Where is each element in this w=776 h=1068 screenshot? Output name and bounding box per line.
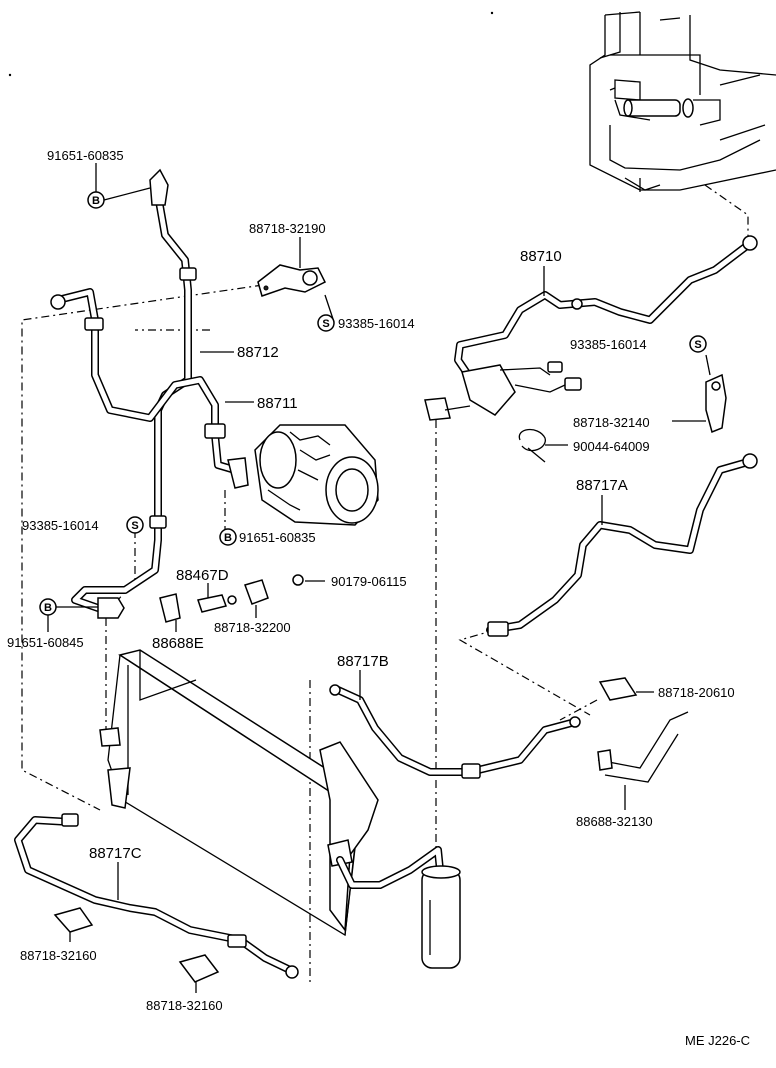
bolt-symbol-top	[87, 191, 105, 209]
part-number-labels: 91651-60835 88718-32190 93385-16014 8871…	[7, 148, 750, 1048]
label-91651-60835-top: 91651-60835	[47, 148, 124, 163]
stray-mark	[490, 11, 494, 15]
hose-88711-drawing	[50, 288, 249, 489]
seal-symbol-left	[126, 516, 144, 534]
label-91651-60835-mid: 91651-60835	[239, 530, 316, 545]
label-88718-20610: 88718-20610	[658, 685, 735, 700]
bolt-symbol-left	[39, 598, 57, 616]
label-88718-32200: 88718-32200	[214, 620, 291, 635]
label-88688-32130: 88688-32130	[576, 814, 653, 829]
label-93385-16014-top: 93385-16014	[338, 316, 415, 331]
label-88688e: 88688E	[152, 635, 204, 652]
label-90179-06115: 90179-06115	[331, 574, 407, 589]
label-88718-32160-a: 88718-32160	[20, 948, 97, 963]
clamp-88718-32140-drawing	[705, 373, 727, 434]
evaporator-unit-drawing	[589, 11, 776, 192]
symbol-circles: B S B S B S	[39, 191, 707, 616]
label-93385-16014-left: 93385-16014	[22, 518, 99, 533]
small-parts-drawing	[53, 574, 689, 983]
bolt-symbol-top-text: B	[92, 195, 100, 207]
bolt-symbol-left-text: B	[44, 602, 52, 614]
label-88718-32160-b: 88718-32160	[146, 998, 223, 1013]
label-91651-60845: 91651-60845	[7, 635, 84, 650]
tube-88717c-drawing	[14, 813, 299, 979]
label-88711: 88711	[257, 395, 298, 412]
label-88718-32190: 88718-32190	[249, 221, 326, 236]
seal-symbol-top-text: S	[322, 318, 329, 330]
bolt-symbol-mid-text: B	[224, 532, 232, 544]
label-88712: 88712	[237, 344, 279, 361]
tube-88717b-drawing	[329, 684, 581, 779]
label-88717a: 88717A	[576, 477, 628, 494]
footer-diagram-code: ME J226-C	[685, 1033, 750, 1048]
bracket-88718-32190-drawing	[257, 264, 327, 297]
seal-symbol-top	[317, 314, 335, 332]
seal-symbol-left-text: S	[131, 520, 138, 532]
stray-mark	[8, 73, 12, 77]
bolt-symbol-mid	[219, 528, 237, 546]
seal-symbol-right-text: S	[694, 339, 701, 351]
seal-symbol-right	[689, 335, 707, 353]
condenser-drawing	[99, 649, 379, 937]
label-88717c: 88717C	[89, 845, 142, 862]
label-88467d: 88467D	[176, 567, 229, 584]
tube-88710-drawing	[424, 235, 758, 421]
label-88717b: 88717B	[337, 653, 389, 670]
receiver-drawing	[336, 846, 461, 969]
label-88710: 88710	[520, 248, 562, 265]
label-90044-64009: 90044-64009	[573, 439, 650, 454]
band-90044-64009-drawing	[518, 428, 546, 463]
compressor-drawing	[254, 424, 379, 526]
label-88718-32140: 88718-32140	[573, 415, 650, 430]
tube-88717a-drawing	[486, 453, 758, 637]
label-93385-16014-right: 93385-16014	[570, 337, 647, 352]
